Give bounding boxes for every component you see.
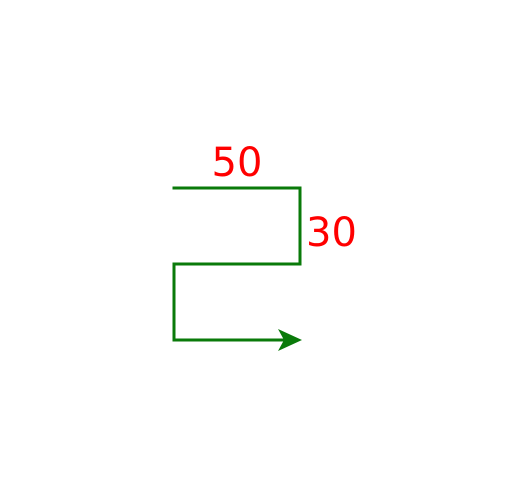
arrowhead-icon: [278, 329, 302, 351]
top-length-label: 50: [212, 140, 263, 186]
right-length-label: 30: [306, 210, 357, 256]
